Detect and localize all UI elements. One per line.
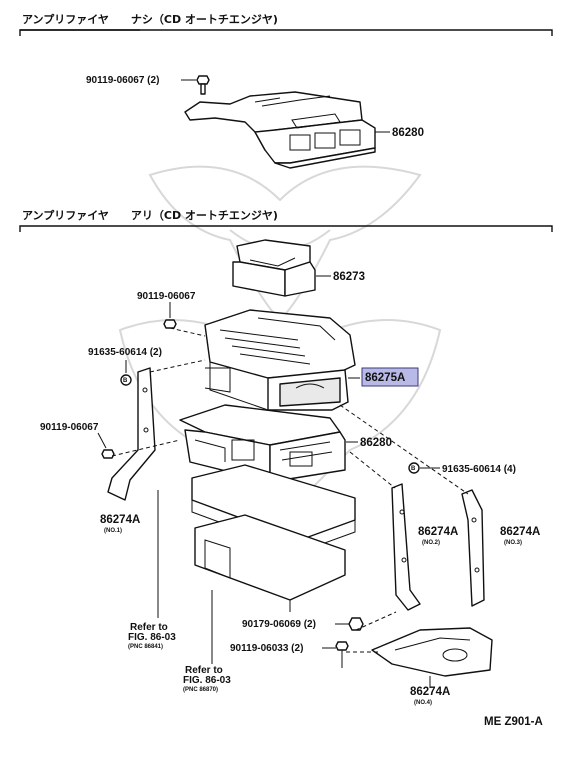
assembly-lines: [111, 327, 469, 653]
label-changer-magazine: 86273: [333, 271, 365, 283]
bolt-top: 90119-06067 (2): [86, 75, 210, 95]
label-bracket3-no: (NO.3): [504, 540, 522, 546]
label-amp-top: 86280: [392, 127, 424, 139]
clip-right: B 91635-60614 (4): [408, 462, 516, 475]
label-clip-left: 91635-60614 (2): [88, 347, 162, 358]
label-bolt-left: 90119-06067: [40, 422, 99, 433]
section-header-text: アンプリファイヤ アリ（CD オートチエンジヤ): [22, 208, 278, 222]
ref2-line1: Refer to: [185, 665, 223, 676]
amplifier-mid: 86280: [179, 404, 392, 483]
section-header-text: アンプリファイヤ ナシ（CD オートチエンジヤ): [22, 12, 278, 26]
bracket-no3: 86274A (NO.3): [461, 489, 540, 607]
bracket-no2: 86274A (NO.2): [391, 483, 458, 611]
cd-changer: 86275A: [204, 309, 419, 411]
bracket-no1: 86274A (NO.1): [100, 367, 156, 534]
label-bracket2: 86274A: [418, 526, 458, 538]
label-bracket3: 86274A: [500, 526, 540, 538]
section-header-2: アンプリファイヤ アリ（CD オートチエンジヤ): [19, 208, 553, 232]
bolt-left: 90119-06067: [40, 422, 115, 459]
label-bracket1: 86274A: [100, 514, 140, 526]
label-bolt-mid: 90119-06067: [137, 291, 196, 302]
ref-box-2: [194, 514, 346, 612]
svg-text:B: B: [123, 378, 128, 384]
label-bracket4: 86274A: [410, 686, 450, 698]
ref1-pnc: (PNC 86841): [128, 644, 163, 650]
ref2-line2: FIG. 86-03: [183, 675, 231, 686]
highlight-changer: [361, 367, 419, 387]
label-bracket2-no: (NO.2): [422, 540, 440, 546]
ref1-line2: FIG. 86-03: [128, 632, 176, 643]
label-bolt-bottom: 90119-06033 (2): [230, 643, 303, 654]
diagram-code: ME Z901-A: [484, 716, 543, 728]
svg-text:B: B: [411, 466, 416, 472]
label-nut: 90179-06069 (2): [242, 619, 316, 630]
bolt-bottom: 90119-06033 (2): [230, 641, 349, 668]
section-header-1: アンプリファイヤ ナシ（CD オートチエンジヤ): [19, 12, 553, 36]
label-bracket4-no: (NO.4): [414, 700, 432, 706]
label-amp-mid: 86280: [360, 437, 392, 449]
nut: 90179-06069 (2): [242, 617, 364, 631]
label-bolt-top: 90119-06067 (2): [86, 75, 159, 86]
ref1-line1: Refer to: [130, 622, 168, 633]
label-bracket1-no: (NO.1): [104, 528, 122, 534]
bolt-mid: 90119-06067: [137, 291, 196, 329]
amplifier-top: 86280: [184, 91, 424, 169]
reference-notes: Refer to FIG. 86-03 (PNC 86841) Refer to…: [128, 490, 231, 693]
clip-left: 91635-60614 (2) B: [88, 347, 162, 386]
changer-magazine: 86273: [232, 239, 365, 297]
label-cd-changer: 86275A: [365, 372, 405, 384]
label-clip-right: 91635-60614 (4): [442, 464, 516, 475]
bracket-no4: 86274A (NO.4): [371, 627, 493, 706]
ref2-pnc: (PNC 86870): [183, 687, 218, 693]
